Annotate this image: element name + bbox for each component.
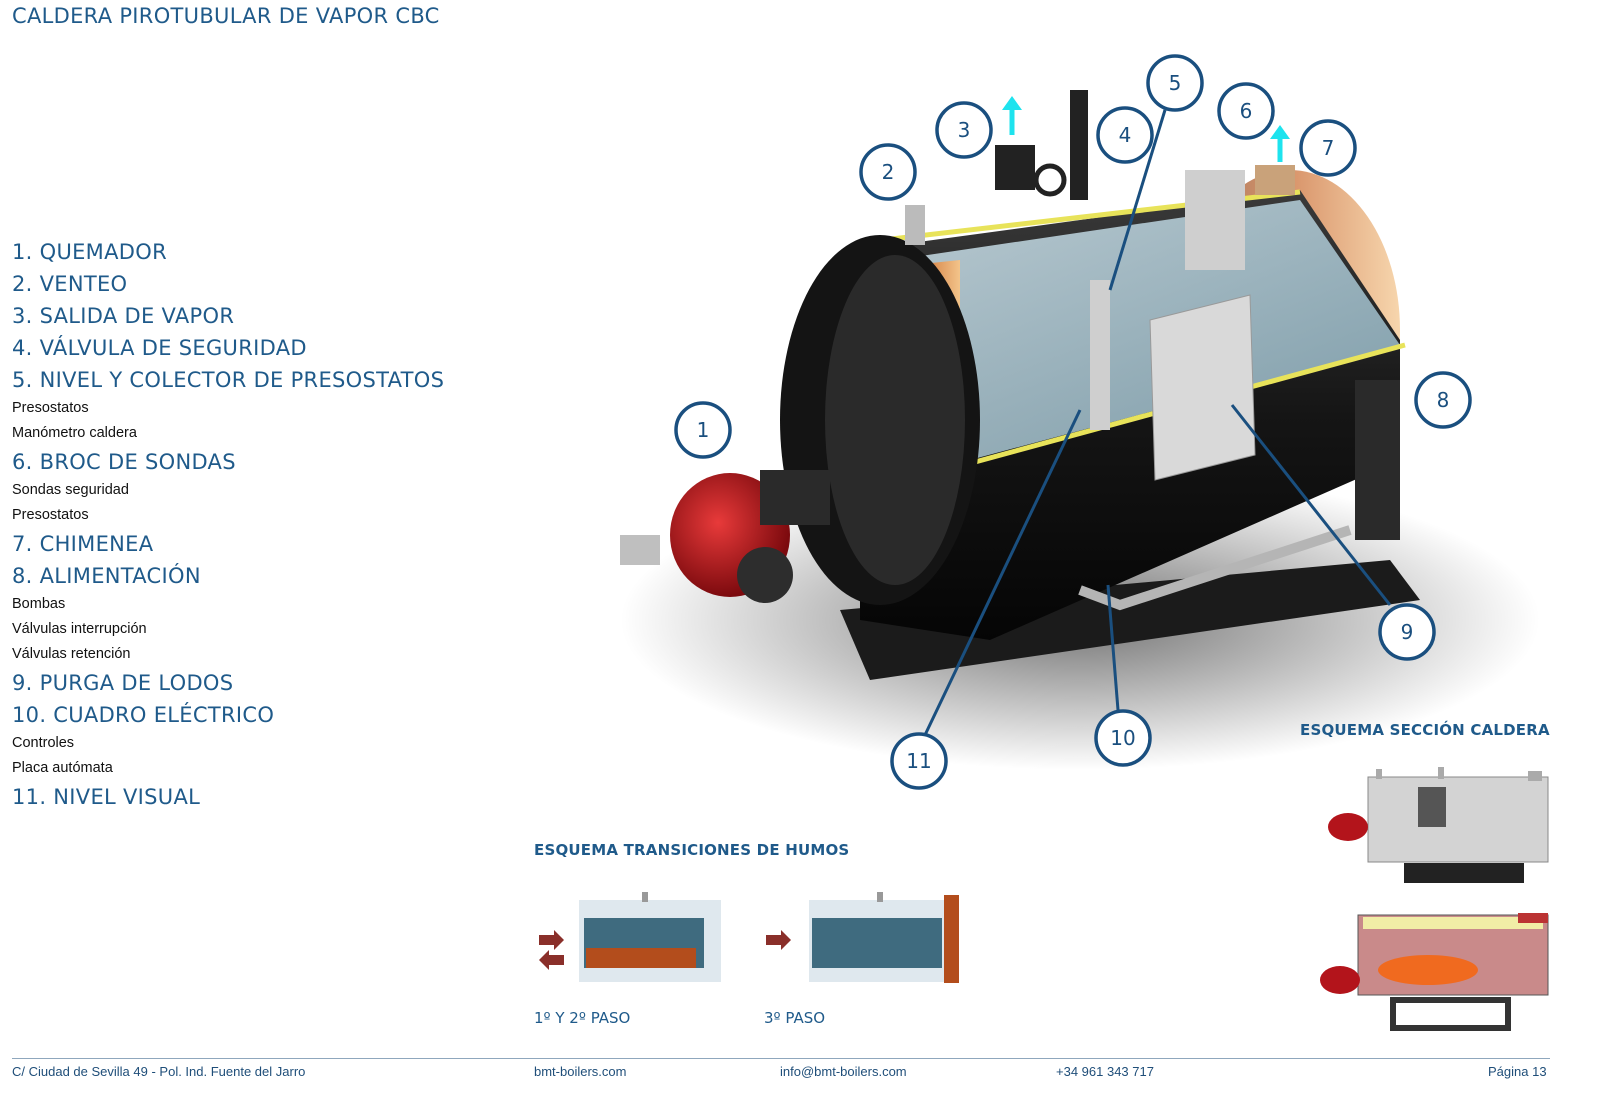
pass-12-stack xyxy=(642,892,648,902)
pass-12-flame xyxy=(586,948,696,968)
callout-number: 5 xyxy=(1169,71,1182,95)
callout-8: 8 xyxy=(1414,371,1472,429)
section-schema-diagram xyxy=(1320,767,1549,1031)
legend-subitem: Placa autómata xyxy=(12,760,113,776)
steam-outlet-arrow xyxy=(1002,96,1022,135)
legend-subitem: Sondas seguridad xyxy=(12,482,129,498)
feed-pipe xyxy=(1078,525,1352,611)
smoke-schema-diagram xyxy=(539,892,959,983)
callout-circle xyxy=(1378,603,1436,661)
callout-1: 1 xyxy=(674,401,732,459)
callout-number: 4 xyxy=(1119,123,1132,147)
vent-fitting xyxy=(905,205,925,245)
legend-heading: 11. NIVEL VISUAL xyxy=(12,785,201,809)
burner-fan xyxy=(737,547,793,603)
feed-pump xyxy=(1355,380,1400,540)
legend-subitem: Presostatos xyxy=(12,400,89,416)
level-column xyxy=(1090,280,1110,430)
legend-subitem: Bombas xyxy=(12,596,66,612)
legend-heading: 7. CHIMENEA xyxy=(12,532,154,556)
callout-circle xyxy=(1217,82,1275,140)
section-exterior-view xyxy=(1328,767,1549,883)
pass-3-water xyxy=(812,918,942,968)
callout-circle xyxy=(674,401,732,459)
callout-6: 6 xyxy=(1217,82,1275,140)
callout-5: 5 xyxy=(1146,54,1204,112)
callout-circle xyxy=(935,101,993,159)
pass-3-label: 3º PASO xyxy=(764,1009,826,1027)
footer-website-link[interactable]: bmt-boilers.com xyxy=(534,1064,627,1079)
gas-train xyxy=(620,535,660,565)
boiler-illustration: 1 2 3 4 5 6 7 8 9 10 11 xyxy=(620,54,1540,790)
legend-subitem: Controles xyxy=(12,735,75,751)
callout-11: 11 xyxy=(890,732,948,790)
control-panel-box xyxy=(1149,294,1256,481)
legend-heading: 10. CUADRO ELÉCTRICO xyxy=(12,703,275,727)
pass-3-arrow xyxy=(766,930,791,950)
callout-leaders xyxy=(923,109,1392,736)
legend-heading: 2. VENTEO xyxy=(12,272,128,296)
legend-subitem: Manómetro caldera xyxy=(12,425,137,441)
callout-circle xyxy=(859,143,917,201)
legend-heading: 9. PURGA DE LODOS xyxy=(12,671,234,695)
legend-subitem: Válvulas interrupción xyxy=(12,621,147,637)
base-skid xyxy=(840,560,1420,680)
page-number: Página 13 xyxy=(1488,1064,1547,1079)
callout-10: 10 xyxy=(1094,709,1152,767)
callout-9: 9 xyxy=(1378,603,1436,661)
callout-circle xyxy=(1096,106,1154,164)
component-legend: 1. QUEMADOR 2. VENTEO 3. SALIDA DE VAPOR 4.… xyxy=(12,236,512,813)
smoke-schema-title: ESQUEMA TRANSICIONES DE HUMOS xyxy=(534,841,850,859)
callout-4: 4 xyxy=(1096,106,1154,164)
callout-3: 3 xyxy=(935,101,993,159)
callout-number: 7 xyxy=(1322,136,1335,160)
callout-number: 2 xyxy=(882,160,895,184)
safety-valve xyxy=(1070,90,1088,200)
pass-3-stack xyxy=(877,892,883,902)
footer-email-link[interactable]: info@bmt-boilers.com xyxy=(780,1064,907,1079)
callout-circle xyxy=(890,732,948,790)
legend-heading: 1. QUEMADOR xyxy=(12,240,167,264)
legend-heading: 5. NIVEL Y COLECTOR DE PRESOSTATOS xyxy=(12,368,445,392)
legend-heading: 3. SALIDA DE VAPOR xyxy=(12,304,235,328)
callout-circle xyxy=(1094,709,1152,767)
section-cutaway-view xyxy=(1320,913,1549,1031)
probe-flange xyxy=(1185,170,1245,270)
chimney-arrow xyxy=(1270,125,1290,162)
page-title: CALDERA PIROTUBULAR DE VAPOR CBC xyxy=(12,4,440,28)
pass-12-arrows xyxy=(539,930,564,970)
water-cutaway xyxy=(860,200,1400,460)
chimney-stub xyxy=(1255,165,1295,195)
callout-number: 6 xyxy=(1240,99,1253,123)
callout-circle xyxy=(1299,119,1357,177)
footer-address: C/ Ciudad de Sevilla 49 - Pol. Ind. Fuen… xyxy=(12,1064,306,1079)
legend-heading: 8. ALIMENTACIÓN xyxy=(12,564,201,588)
callout-circle xyxy=(1146,54,1204,112)
legend-subitem: Válvulas retención xyxy=(12,646,131,662)
callout-7: 7 xyxy=(1299,119,1357,177)
burner-motor xyxy=(760,470,830,525)
callout-number: 3 xyxy=(958,118,971,142)
section-schema-title: ESQUEMA SECCIÓN CALDERA xyxy=(1300,721,1550,739)
callout-number: 9 xyxy=(1401,620,1414,644)
callout-number: 10 xyxy=(1110,726,1135,750)
footer-phone: +34 961 343 717 xyxy=(1056,1064,1154,1079)
legend-subitem: Presostatos xyxy=(12,507,89,523)
callout-number: 11 xyxy=(906,749,931,773)
valve-handwheel xyxy=(1033,163,1067,197)
callout-number: 8 xyxy=(1437,388,1450,412)
callout-number: 1 xyxy=(697,418,710,442)
pass-3-flame xyxy=(944,895,959,983)
steam-valve xyxy=(995,145,1035,190)
legend-heading: 6. BROC DE SONDAS xyxy=(12,450,236,474)
legend-heading: 4. VÁLVULA DE SEGURIDAD xyxy=(12,336,307,360)
front-door-rim xyxy=(825,255,965,585)
pass-12-label: 1º Y 2º PASO xyxy=(534,1009,631,1027)
callout-2: 2 xyxy=(859,143,917,201)
footer-divider xyxy=(12,1058,1550,1059)
callout-circle xyxy=(1414,371,1472,429)
